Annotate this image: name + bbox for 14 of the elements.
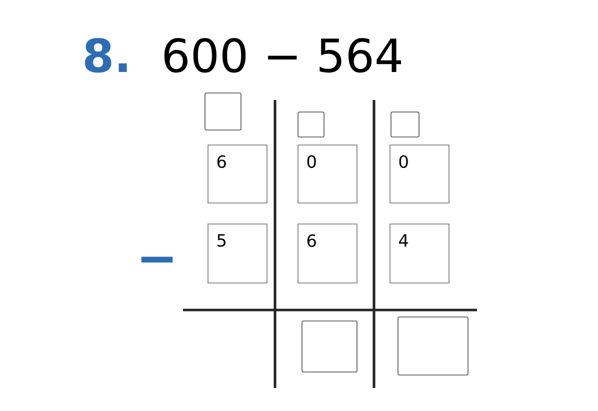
problem-number: 8. (85, 38, 127, 73)
digit-box: 4 (390, 224, 450, 284)
answer-box (302, 320, 358, 372)
digit-box: 0 (390, 144, 450, 204)
digit-box: 6 (208, 144, 268, 204)
digit-box: 6 (298, 224, 358, 284)
minus-sign: − (141, 256, 173, 262)
problem-expression: 600 − 564 (164, 38, 402, 73)
answer-box (398, 316, 468, 376)
answer-box (204, 92, 242, 130)
digit-box: 0 (298, 144, 358, 204)
digit-box: 5 (208, 224, 268, 284)
answer-box (390, 112, 420, 138)
answer-box (298, 112, 324, 138)
